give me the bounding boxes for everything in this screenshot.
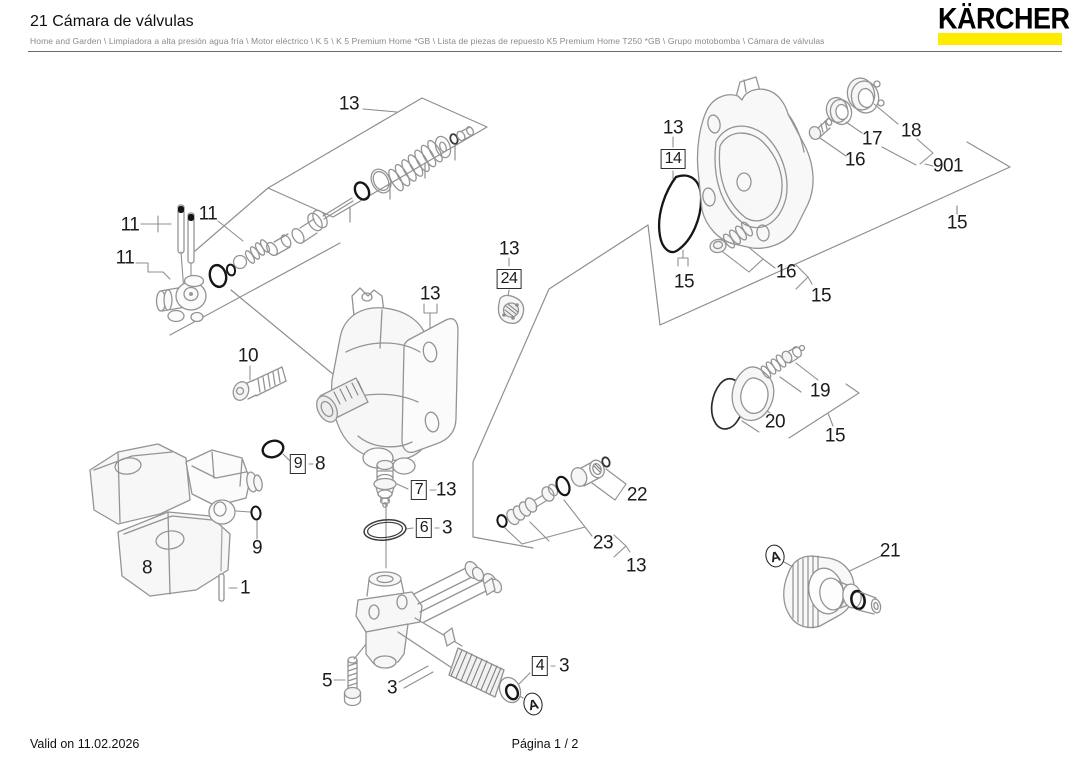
part-label-10: 10 bbox=[237, 345, 259, 367]
part-label-17: 17 bbox=[861, 128, 883, 150]
part-label-19: 19 bbox=[809, 380, 831, 402]
part-label-21: 21 bbox=[879, 540, 901, 562]
part-label-24: 24 bbox=[496, 269, 522, 289]
part-label-15: 15 bbox=[946, 212, 968, 234]
part-label-13: 13 bbox=[662, 117, 684, 139]
part-label-8: 8 bbox=[314, 453, 326, 475]
part-label-15: 15 bbox=[824, 425, 846, 447]
header-divider bbox=[28, 51, 1062, 52]
part-label-5: 5 bbox=[321, 670, 333, 692]
part-label-9: 9 bbox=[251, 537, 263, 559]
part-label-3: 3 bbox=[558, 655, 570, 677]
part-label-13: 13 bbox=[625, 555, 647, 577]
valid-on-date: Valid on 11.02.2026 bbox=[30, 737, 140, 751]
part-label-3: 3 bbox=[386, 677, 398, 699]
page-title: 21 Cámara de válvulas bbox=[30, 13, 194, 30]
part-label-16: 16 bbox=[775, 261, 797, 283]
part-label-15: 15 bbox=[810, 285, 832, 307]
part-label-3: 3 bbox=[441, 517, 453, 539]
part-label-23: 23 bbox=[592, 532, 614, 554]
part-label-9: 9 bbox=[289, 454, 307, 474]
part-label-8: 8 bbox=[141, 557, 153, 579]
breadcrumb: Home and Garden \ Limpiadora a alta pres… bbox=[30, 36, 825, 46]
karcher-logo: KÄRCHER bbox=[938, 2, 1070, 45]
part-label-16: 16 bbox=[844, 149, 866, 171]
part-label-20: 20 bbox=[764, 411, 786, 433]
part-label-a: A bbox=[763, 542, 787, 570]
karcher-logo-yellow-bar bbox=[938, 33, 1062, 45]
part-label-22: 22 bbox=[626, 484, 648, 506]
part-label-1: 1 bbox=[239, 577, 251, 599]
part-label-15: 15 bbox=[673, 271, 695, 293]
part-label-13: 13 bbox=[419, 283, 441, 305]
part-label-901: 901 bbox=[932, 155, 964, 177]
part-label-6: 6 bbox=[415, 518, 433, 538]
part-label-11: 11 bbox=[198, 203, 218, 225]
part-label-a: A bbox=[521, 690, 545, 718]
part-label-13: 13 bbox=[498, 238, 520, 260]
part-label-7: 7 bbox=[410, 480, 428, 500]
part-label-14: 14 bbox=[660, 149, 686, 169]
part-label-13: 13 bbox=[435, 479, 457, 501]
part-label-13: 13 bbox=[338, 93, 360, 115]
karcher-logo-text: KÄRCHER bbox=[938, 2, 1070, 36]
part-label-18: 18 bbox=[900, 120, 922, 142]
part-label-11: 11 bbox=[120, 214, 140, 236]
page-number: Página 1 / 2 bbox=[511, 737, 579, 751]
part-label-11: 11 bbox=[115, 247, 135, 269]
part-label-4: 4 bbox=[531, 656, 549, 676]
